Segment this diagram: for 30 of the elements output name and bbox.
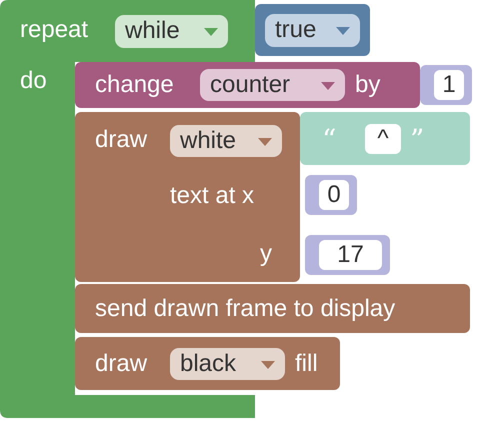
keyword-label: by xyxy=(355,71,380,99)
dropdown: black xyxy=(170,348,285,380)
keyword-label: draw xyxy=(95,126,148,154)
dropdown: true xyxy=(265,14,360,47)
number-block xyxy=(305,235,390,275)
keyword-label: text at x xyxy=(170,182,254,210)
keyword-label: fill xyxy=(295,350,318,378)
number-block xyxy=(420,65,472,105)
number-field: 17 xyxy=(319,240,382,270)
draw-text-block xyxy=(75,112,300,282)
boolean-block xyxy=(255,4,370,56)
statement-block xyxy=(75,284,470,333)
draw-fill-block xyxy=(75,337,340,390)
dropdown: white xyxy=(170,125,282,157)
string-block xyxy=(300,112,470,165)
quote-mark: “ xyxy=(322,126,336,154)
keyword-label: draw xyxy=(95,350,148,378)
dropdown: while xyxy=(115,15,228,48)
keyword-label: send drawn frame to display xyxy=(95,295,396,323)
quote-mark: ” xyxy=(410,126,424,154)
keyword-label: y xyxy=(260,240,272,268)
keyword-label: do xyxy=(20,67,47,95)
number-block xyxy=(305,175,357,215)
change-block xyxy=(75,62,420,108)
dropdown: counter xyxy=(200,69,345,101)
text-field: ^ xyxy=(365,124,401,154)
keyword-label: repeat xyxy=(20,16,88,44)
number-field: 1 xyxy=(434,70,464,100)
number-field: 0 xyxy=(319,180,349,210)
keyword-label: change xyxy=(95,71,174,99)
